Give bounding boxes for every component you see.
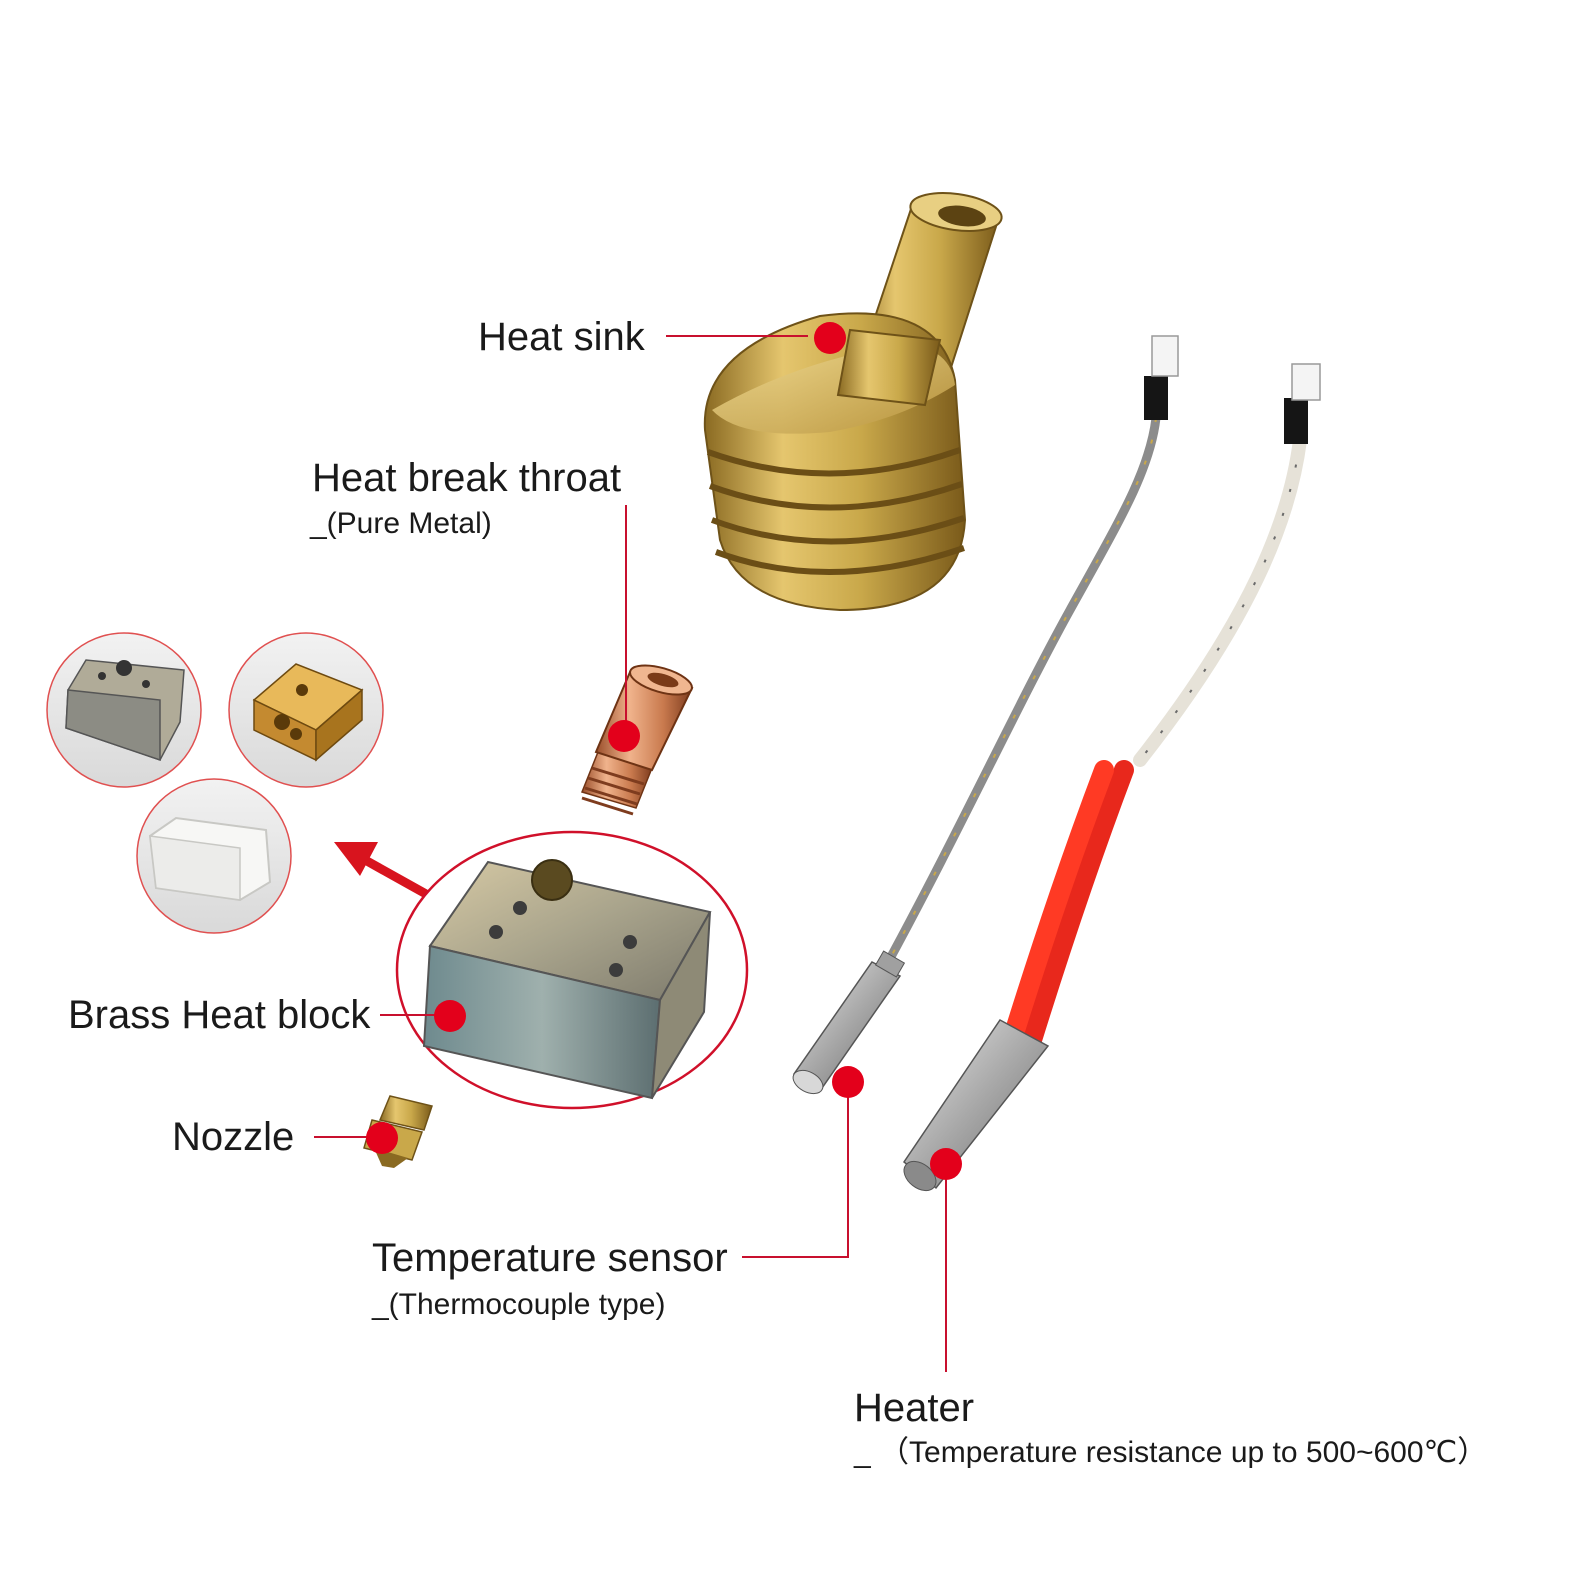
heat-block-cover-variant xyxy=(46,632,202,788)
heat-block-label: Brass Heat block xyxy=(68,993,371,1037)
brass-heat-block-part xyxy=(395,830,749,1110)
red-dot-icon xyxy=(814,322,846,354)
heat-sink-label: Heat sink xyxy=(478,315,645,359)
red-dot-icon xyxy=(608,720,640,752)
red-markers xyxy=(366,322,962,1180)
heater-part xyxy=(902,363,1321,1192)
temp-sensor-leader xyxy=(742,1081,849,1258)
nozzle-label: Nozzle xyxy=(172,1115,295,1159)
temp-sensor-note: _(Thermocouple type) xyxy=(372,1288,666,1321)
red-dot-icon xyxy=(832,1066,864,1098)
heat-break-label: Heat break throat xyxy=(312,456,622,500)
red-dot-icon xyxy=(434,1000,466,1032)
heater-label: Heater xyxy=(854,1386,975,1430)
brass-heat-block-variant xyxy=(228,632,384,788)
temp-sensor-label: Temperature sensor xyxy=(372,1236,728,1280)
leader-lines xyxy=(314,335,947,1372)
heat-sink-part xyxy=(703,192,1003,612)
heater-note: _ （Temperature resistance up to 500~600℃… xyxy=(854,1436,1488,1469)
thermocouple-part xyxy=(792,335,1179,1095)
heat-break-note: _(Pure Metal) xyxy=(310,507,492,540)
red-dot-icon xyxy=(366,1122,398,1154)
red-dot-icon xyxy=(930,1148,962,1180)
red-arrow-icon xyxy=(334,842,429,898)
silicone-sock-variant xyxy=(136,778,292,934)
